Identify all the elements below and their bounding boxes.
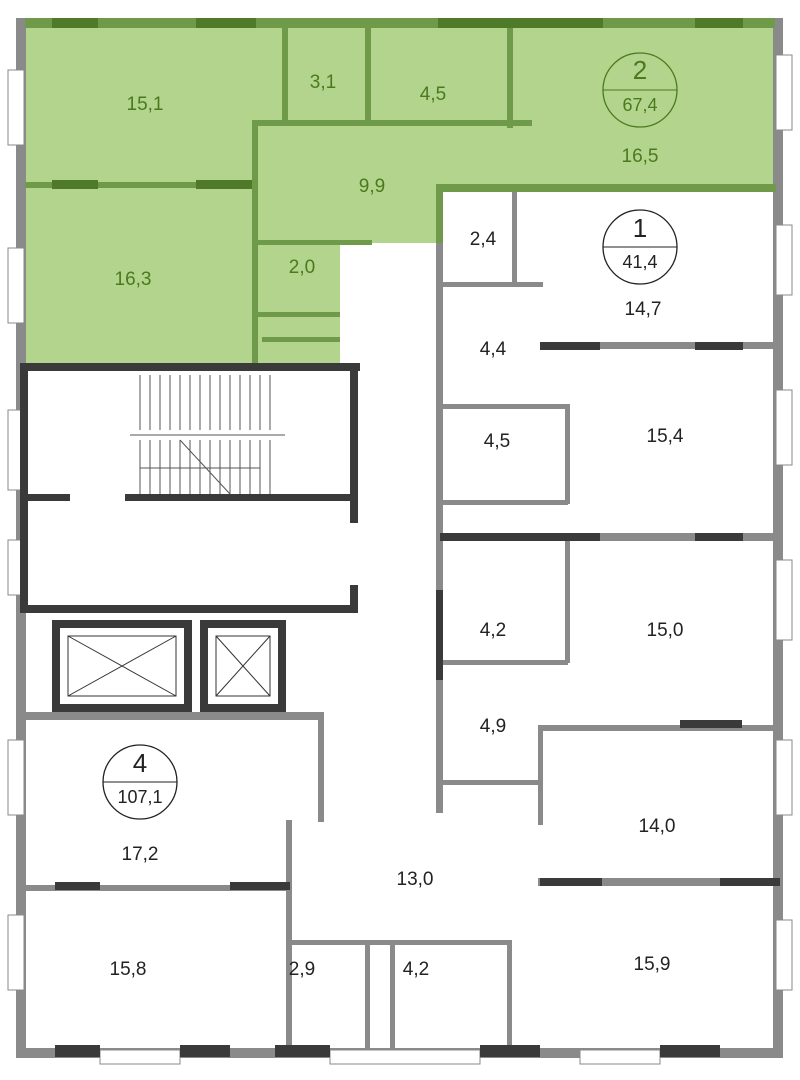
interior-walls: [25, 192, 778, 1050]
room-area: 14,7: [625, 299, 662, 320]
room-area: 4,9: [480, 716, 506, 737]
apartment-badge-1[interactable]: 1 41,4: [602, 209, 678, 285]
room-area: 17,2: [122, 844, 159, 865]
apartment-number: 4: [133, 748, 147, 778]
apartment-total-area: 67,4: [622, 95, 657, 115]
room-area: 4,4: [480, 339, 507, 360]
room-area: 15,1: [127, 94, 164, 115]
room-area: 2,4: [470, 229, 497, 250]
room-area: 13,0: [397, 869, 434, 890]
room-labels: 15,1 3,1 4,5 16,5 9,9 16,3 2,0 2,4 14,7 …: [110, 72, 684, 980]
room-area: 16,3: [115, 269, 152, 290]
apartment-total-area: 41,4: [622, 252, 657, 272]
apartment-badge-2[interactable]: 2 67,4: [602, 52, 678, 128]
apartment-2-walls: [25, 28, 776, 365]
apartment-2-area[interactable]: [25, 22, 775, 365]
room-area: 4,5: [420, 84, 446, 105]
apartment-badge-4[interactable]: 4 107,1: [102, 744, 178, 820]
room-area: 14,0: [639, 816, 676, 837]
stairs: [130, 375, 285, 495]
elevator-shafts: [67, 635, 271, 697]
room-area: 4,2: [403, 959, 429, 980]
room-area: 4,2: [480, 620, 506, 641]
room-area: 16,5: [622, 146, 659, 167]
room-area: 3,1: [310, 72, 336, 93]
bearing-walls: [20, 342, 780, 1057]
room-area: 2,0: [289, 257, 315, 278]
room-area: 15,9: [634, 954, 671, 975]
apartment-number: 1: [633, 213, 647, 243]
room-area: 15,8: [110, 959, 147, 980]
room-area: 15,4: [647, 426, 684, 447]
apartment-number: 2: [633, 55, 647, 85]
room-area: 2,9: [289, 959, 315, 980]
room-area: 15,0: [647, 620, 684, 641]
room-area: 4,5: [484, 431, 510, 452]
apartment-total-area: 107,1: [117, 787, 162, 807]
room-area: 9,9: [359, 176, 385, 197]
